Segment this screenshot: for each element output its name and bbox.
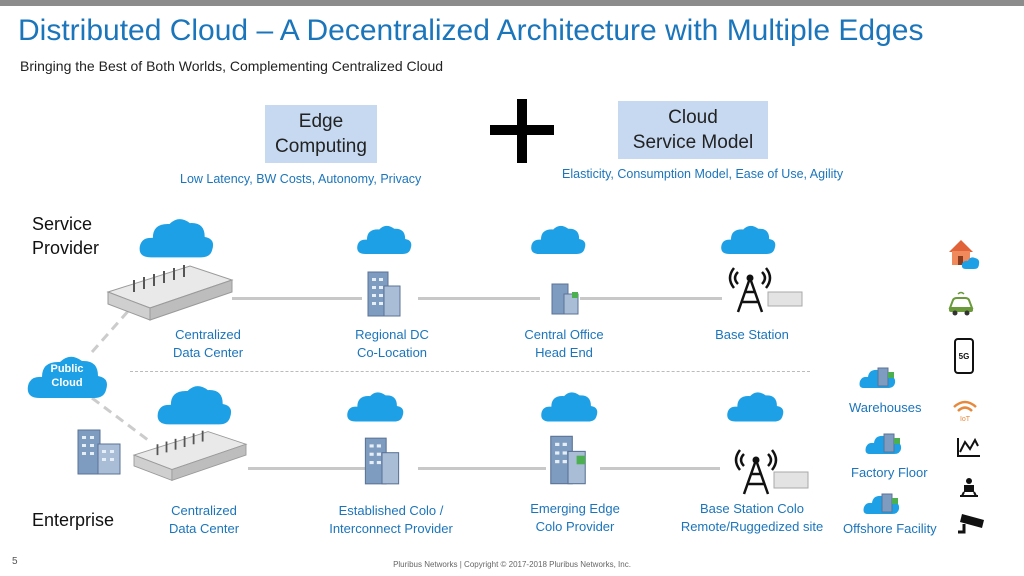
5g-phone-icon: 5G	[954, 338, 974, 374]
sp-link-3	[580, 297, 722, 300]
sp-datacenter-icon	[106, 265, 234, 321]
sp-link-1	[232, 297, 362, 300]
copyright-footer: Pluribus Networks | Copyright © 2017-201…	[393, 560, 631, 569]
public-cloud-label: Public Cloud	[50, 363, 84, 389]
public-cloud-icon	[27, 356, 107, 398]
sp-cell-tower-icon	[728, 267, 803, 313]
edge-colo-building-icon	[550, 435, 586, 485]
sp-datacenter-cloud-icon	[139, 219, 214, 258]
sp-node-label: Central Office Head End	[524, 327, 604, 360]
public-cloud: Public Cloud	[26, 352, 108, 400]
ent-edge-colo-cloud-icon	[541, 392, 598, 422]
plus-icon	[490, 99, 554, 163]
cloud-service-model-box: Cloud Service Model	[618, 101, 768, 159]
sp-regional-cloud-icon	[357, 225, 412, 255]
offshore-facility-label: Offshore Facility	[843, 521, 937, 536]
edge-computing-box: Edge Computing	[265, 105, 377, 163]
wifi-iot-icon: IoT	[953, 400, 977, 422]
ent-link-1	[248, 467, 366, 470]
security-camera-icon	[958, 514, 984, 534]
warehouse-icon	[859, 367, 896, 388]
slide-title: Distributed Cloud – A Decentralized Arch…	[18, 14, 924, 47]
sp-node-label: Base Station	[715, 327, 789, 342]
ent-base-station-cloud-icon	[727, 392, 784, 422]
row-divider	[130, 371, 810, 372]
ent-node-label: Base Station Colo Remote/Ruggedized site	[680, 501, 824, 534]
sp-link-2	[418, 297, 540, 300]
sp-node-label: Centralized Data Center	[172, 327, 244, 360]
ent-node-label: Emerging Edge Colo Provider	[530, 501, 620, 534]
central-office-building-icon	[551, 283, 579, 315]
edge-computing-tagline: Low Latency, BW Costs, Autonomy, Privacy	[180, 172, 422, 186]
cloud-service-model-tagline: Elasticity, Consumption Model, Ease of U…	[562, 167, 844, 181]
home-cloud-icon	[949, 240, 980, 269]
chart-icon	[957, 437, 980, 457]
sp-base-station-cloud-icon	[721, 225, 776, 255]
sp-central-office-cloud-icon	[531, 225, 586, 255]
connected-car-icon	[948, 291, 974, 316]
factory-floor-label: Factory Floor	[851, 465, 928, 480]
ent-datacenter-cloud-icon	[157, 386, 232, 425]
colo-building-icon	[364, 437, 400, 485]
slide-subtitle: Bringing the Best of Both Worlds, Comple…	[20, 58, 444, 74]
ent-cell-tower-icon	[734, 449, 809, 495]
ent-link-3	[600, 467, 720, 470]
ent-node-label: Established Colo / Interconnect Provider	[329, 503, 453, 536]
page-number: 5	[12, 556, 18, 567]
offshore-facility-icon	[863, 493, 900, 514]
warehouses-label: Warehouses	[849, 400, 922, 415]
regional-dc-building-icon	[367, 271, 401, 317]
sp-node-label: Regional DC Co-Location	[355, 327, 429, 360]
top-bar	[0, 0, 1024, 6]
service-provider-label: Service Provider	[32, 214, 100, 258]
ent-link-2	[418, 467, 546, 470]
ent-node-label: Centralized Data Center	[168, 503, 240, 536]
ent-datacenter-icon	[132, 430, 248, 482]
enterprise-label: Enterprise	[32, 510, 115, 530]
robot-icon	[960, 478, 978, 497]
svg-text:IoT: IoT	[960, 416, 971, 422]
svg-text:5G: 5G	[959, 352, 970, 361]
ent-colo-cloud-icon	[347, 392, 404, 422]
factory-floor-icon	[865, 433, 902, 454]
enterprise-campus-icon	[77, 429, 121, 475]
